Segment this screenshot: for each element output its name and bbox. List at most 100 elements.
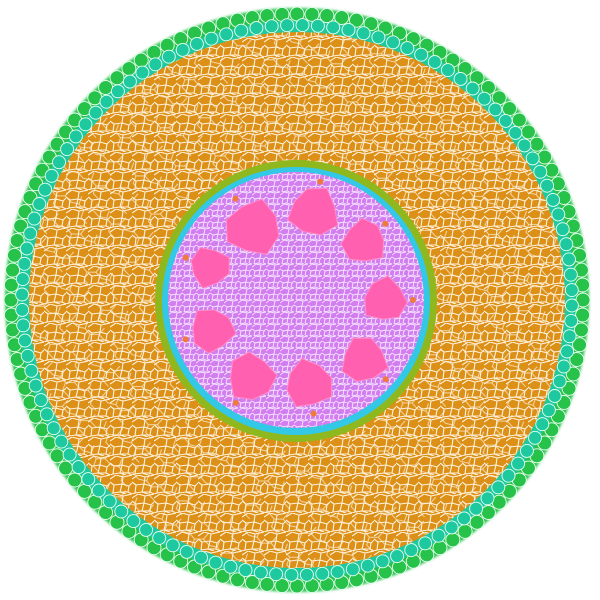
epidermis-cell [418, 536, 433, 551]
epidermis-cell [244, 575, 260, 590]
epidermis-cell [326, 20, 341, 35]
epidermis-cell [440, 63, 455, 78]
epidermis-cell [349, 12, 364, 28]
epidermis-cell [564, 283, 579, 298]
epidermis-cell [38, 182, 53, 197]
epidermis-cell [20, 348, 35, 363]
epidermis-cell [319, 8, 335, 24]
phloem-cap [382, 376, 389, 383]
epidermis-cell [269, 567, 284, 582]
epidermis-cell [16, 318, 31, 333]
epidermis-cell [560, 344, 575, 359]
epidermis-cell [400, 41, 415, 56]
epidermis-cell [528, 430, 542, 445]
epidermis-cell [5, 262, 21, 278]
epidermis-cell [551, 207, 566, 222]
epidermis-cell [564, 298, 579, 313]
epidermis-cell [135, 65, 150, 80]
epidermis-cell [204, 31, 219, 46]
epidermis-cell [431, 528, 446, 543]
epidermis-cell [520, 124, 536, 140]
epidermis-cell [501, 468, 516, 483]
epidermis-cell [114, 504, 129, 519]
epidermis-cell [517, 138, 532, 153]
vascular-bundle [286, 187, 339, 236]
epidermis-cell [564, 313, 579, 328]
epidermis-cell [3, 277, 19, 293]
epidermis-cell [480, 505, 496, 520]
epidermis-cell [215, 568, 231, 584]
epidermis-cell [121, 61, 137, 77]
epidermis-cell [511, 456, 526, 471]
epidermis-cell [390, 549, 405, 564]
phloem-cap [382, 220, 389, 227]
epidermis-cell [341, 22, 356, 37]
epidermis-cell [432, 540, 448, 556]
epidermis-cell [91, 483, 106, 498]
epidermis-cell [315, 566, 330, 581]
epidermis-cell [17, 256, 32, 271]
epidermis-cell [165, 538, 180, 553]
epidermis-cell [427, 55, 442, 69]
epidermis-cell [28, 378, 43, 393]
epidermis-cell [345, 562, 360, 577]
epidermis-cell [161, 49, 176, 64]
epidermis-cell [179, 544, 194, 559]
phloem-cap [232, 195, 239, 202]
epidermis-cell [249, 21, 264, 35]
epidermis-cell [110, 84, 125, 99]
epidermis-cell [465, 81, 480, 96]
epidermis-cell [562, 252, 576, 267]
epidermis-cell [18, 333, 32, 348]
epidermis-cell [49, 448, 65, 464]
epidermis-cell [295, 18, 310, 33]
epidermis-cell [253, 565, 268, 580]
epidermis-cell [194, 550, 208, 565]
epidermis-cell [98, 80, 114, 95]
epidermis-cell [480, 491, 495, 506]
epidermis-cell [371, 30, 386, 45]
epidermis-cell [81, 472, 96, 487]
epidermis-cell [13, 218, 29, 234]
epidermis-cell [469, 501, 484, 516]
epidermis-cell [457, 523, 473, 539]
epidermis-cell [304, 6, 320, 22]
epidermis-cell [491, 480, 506, 495]
epidermis-cell [60, 142, 75, 157]
epidermis-cell [552, 374, 567, 389]
epidermis-cell [71, 460, 86, 475]
epidermis-cell [148, 57, 163, 72]
epidermis-cell [139, 522, 154, 537]
epidermis-cell [511, 112, 527, 128]
epidermis-cell [563, 267, 578, 282]
epidermis-cell [360, 558, 375, 573]
epidermis-cells [3, 6, 591, 594]
epidermis-cell [445, 532, 461, 548]
epidermis-cell [78, 117, 93, 132]
vascular-bundle [192, 309, 237, 354]
epidermis-cell [547, 389, 562, 403]
epidermis-cell [7, 247, 22, 263]
epidermis-cell [67, 472, 83, 488]
phloem-cap [182, 254, 189, 261]
epidermis-cell [146, 44, 162, 60]
epidermis-cell [208, 555, 223, 570]
vascular-bundle [364, 275, 408, 320]
epidermis-cell [15, 287, 30, 302]
epidermis-cell [9, 233, 25, 248]
vascular-bundle [341, 337, 389, 382]
epidermis-cell [152, 531, 167, 545]
epidermis-cell [453, 71, 468, 86]
epidermis-cell [565, 366, 581, 382]
epidermis-cell [99, 94, 114, 109]
epidermis-cell [41, 435, 57, 451]
epidermis-cell [52, 155, 66, 170]
epidermis-cell [310, 18, 325, 33]
epidermis-cell [280, 18, 295, 33]
epidermis-cell [62, 447, 77, 462]
epidermis-cell [39, 407, 54, 422]
epidermis-cell [469, 514, 485, 530]
epidermis-cell [102, 494, 117, 509]
